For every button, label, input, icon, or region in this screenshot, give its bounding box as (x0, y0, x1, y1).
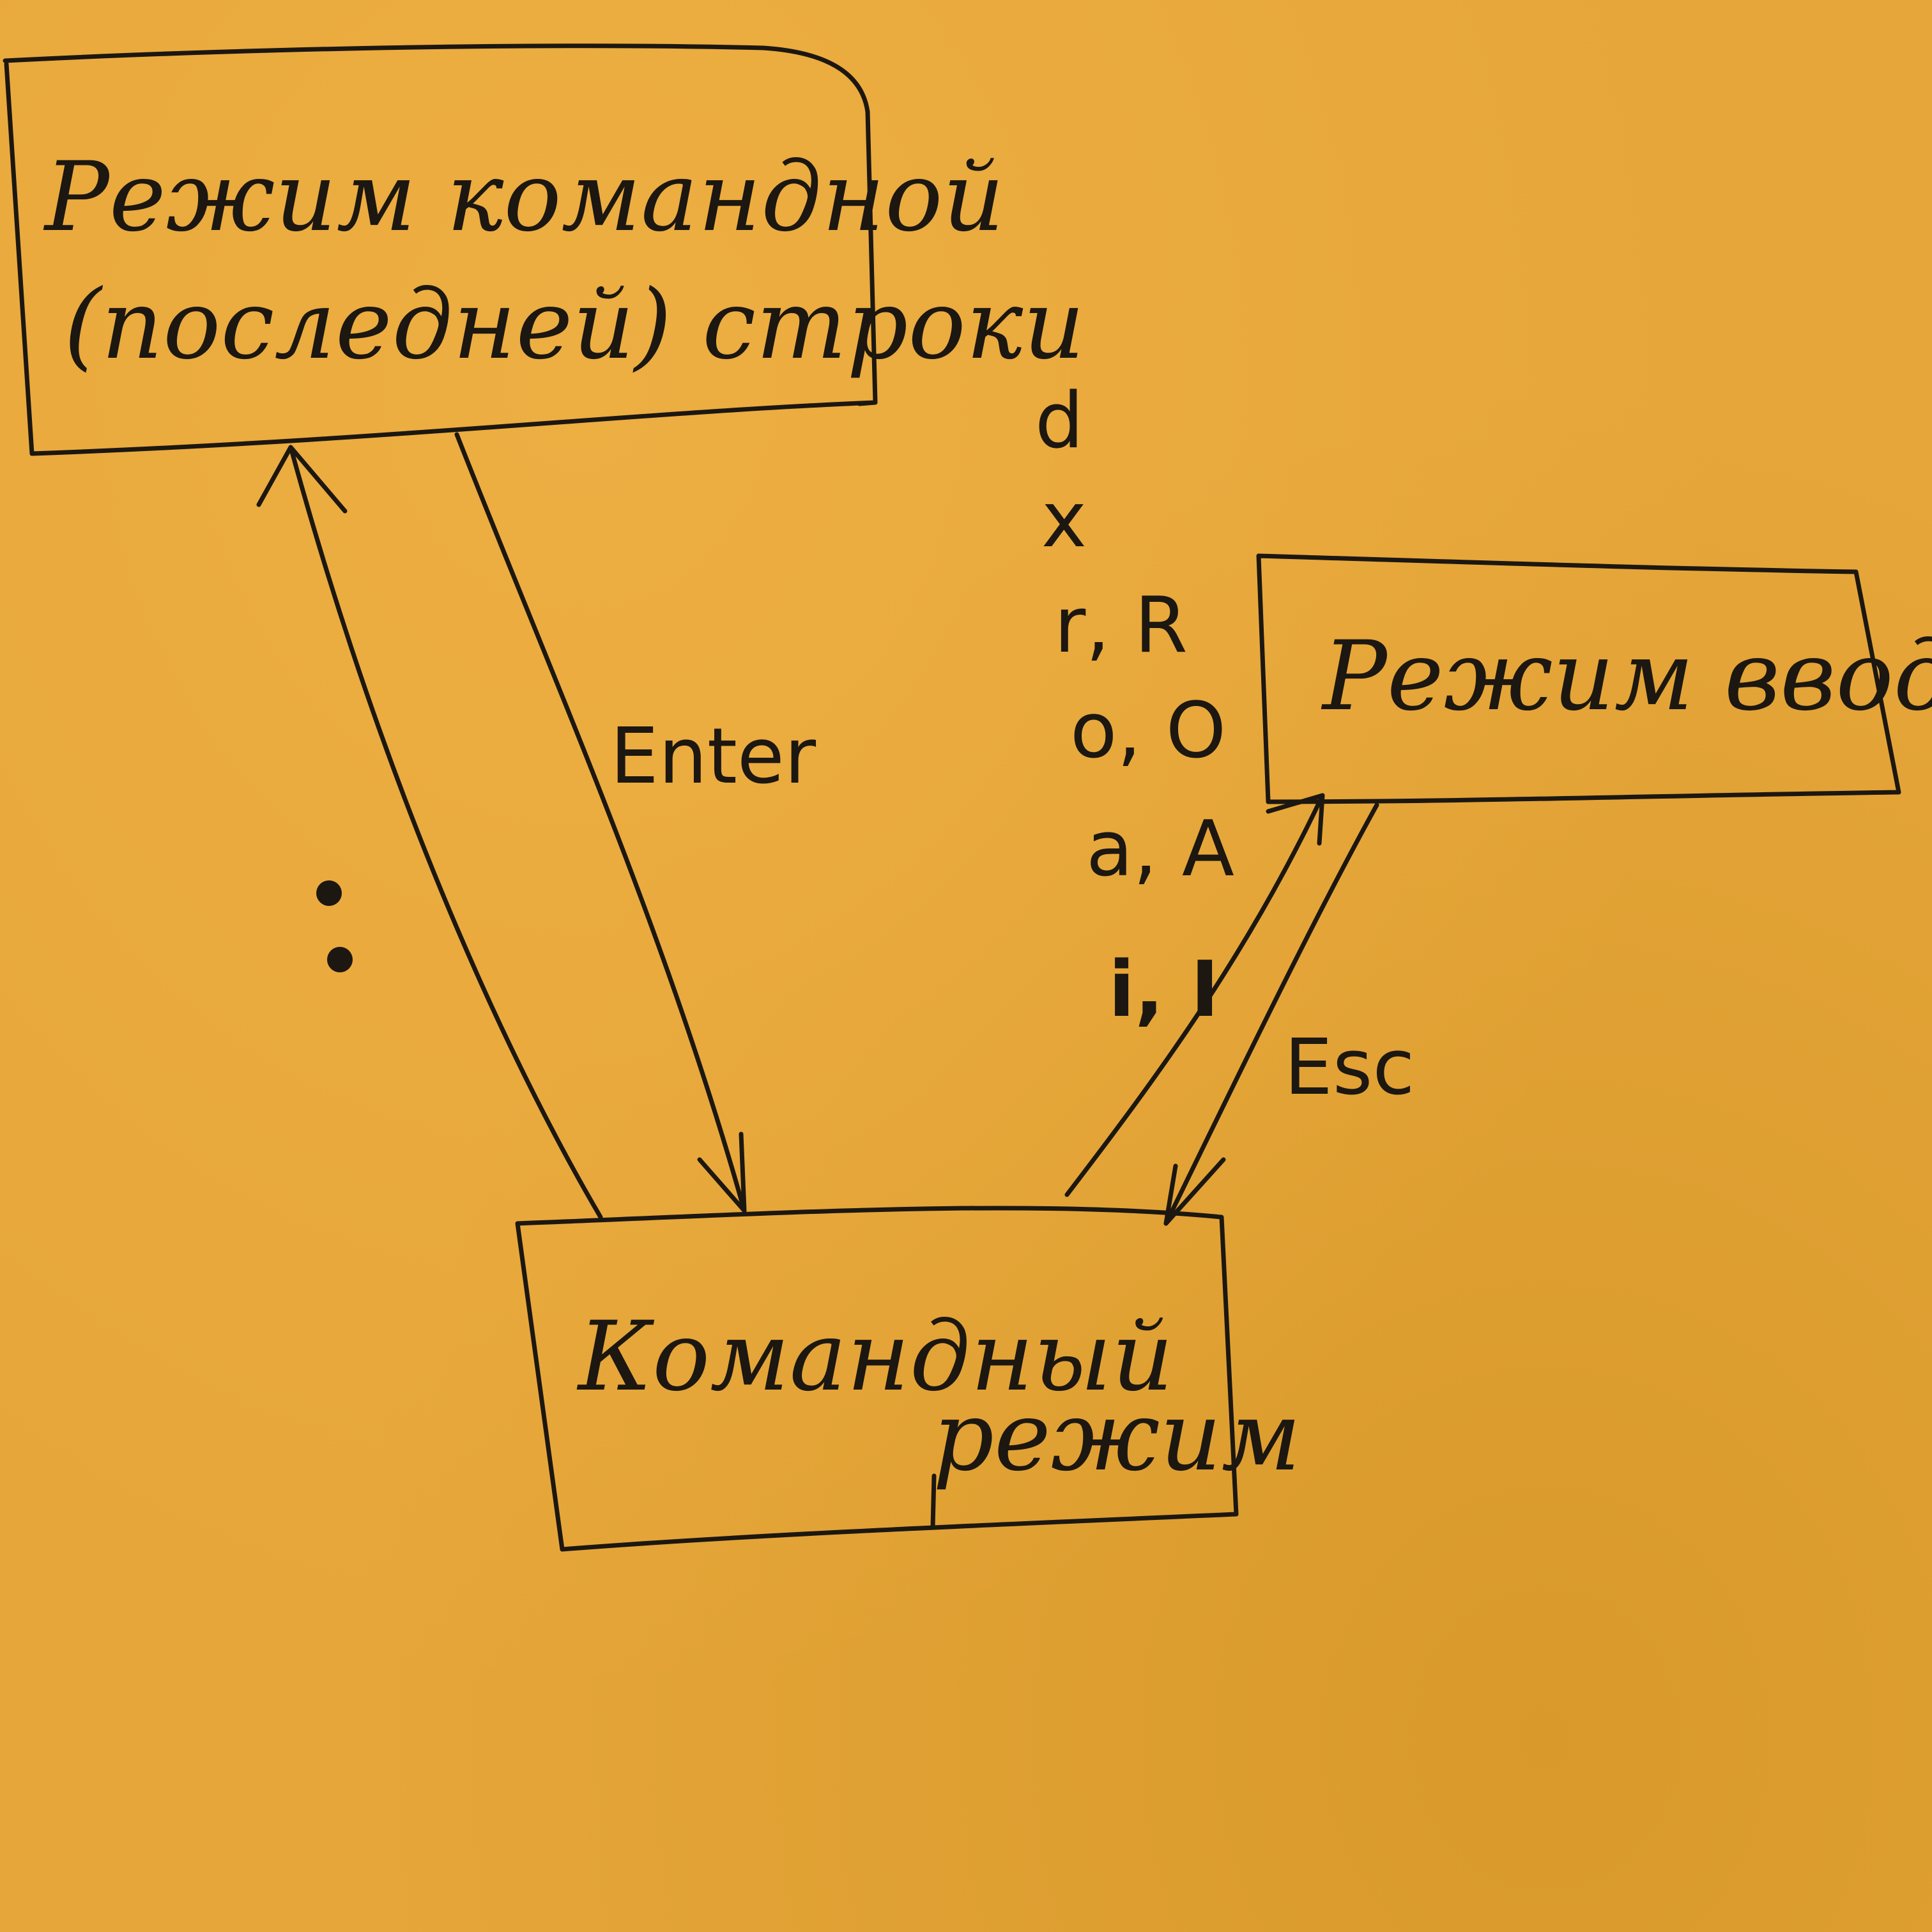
key-i: i, I (1108, 946, 1219, 1034)
esc-label: Esc (1284, 1023, 1414, 1112)
key-d: d (1035, 377, 1084, 466)
input-mode-box (1256, 553, 1901, 804)
enter-label: Enter (610, 712, 816, 801)
command-mode-box (515, 1206, 1239, 1552)
arrow-to-input-mode-head (1266, 793, 1325, 846)
command-mode-label-line1: Командный (576, 1301, 1174, 1413)
arrow-esc-head (1163, 1157, 1226, 1226)
arrow-to-command-line-mode (288, 445, 603, 1220)
arrow-to-command-line-mode-head (256, 445, 348, 514)
colon-label: : (0, 0, 2, 2)
command-line-mode-box (3, 43, 878, 456)
command-line-mode-label-line1: Режим командной (43, 142, 1004, 253)
key-r: r, R (1054, 581, 1188, 670)
arrow-enter-head (697, 1131, 747, 1213)
arrow-to-input-mode (1064, 793, 1325, 1197)
key-o: o, O (1070, 687, 1226, 776)
command-line-mode-label-line2: (последней) строки (64, 270, 1085, 381)
input-mode-keys: d x r, R o, O a, A i, I (1035, 377, 1234, 1034)
arrow-esc (1163, 802, 1379, 1226)
command-mode-label-line2: режим (933, 1381, 1301, 1492)
colon-dot-lower (327, 947, 353, 972)
key-x: x (1041, 476, 1087, 565)
arrow-enter (454, 432, 747, 1213)
colon-dot-upper (316, 880, 342, 906)
key-a: a, A (1086, 805, 1234, 894)
input-mode-label: Режим ввода (1321, 621, 1932, 732)
